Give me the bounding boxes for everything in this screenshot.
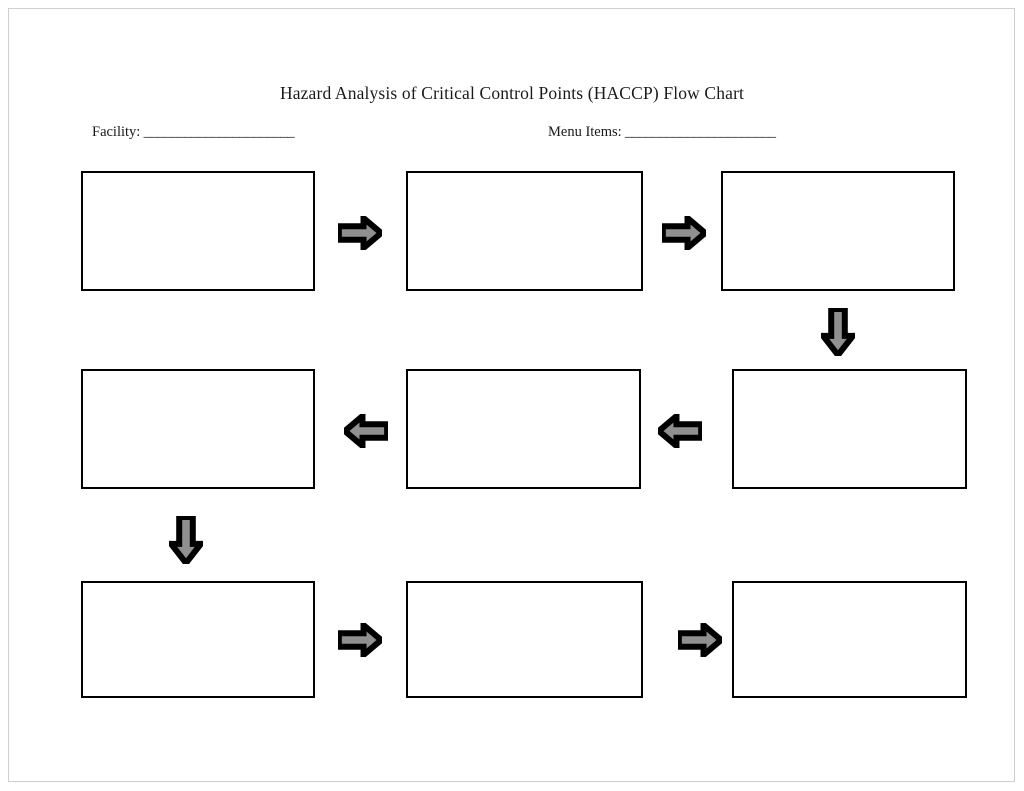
process-box-step-5[interactable] xyxy=(406,369,641,489)
arrow-right-icon xyxy=(338,216,382,250)
process-box-step-4[interactable] xyxy=(732,369,967,489)
process-box-step-6[interactable] xyxy=(81,369,315,489)
process-box-step-7[interactable] xyxy=(81,581,315,698)
menu-items-field[interactable]: Menu Items: ______________________ xyxy=(548,124,776,141)
arrow-right-icon xyxy=(662,216,706,250)
facility-label: Facility: xyxy=(92,124,141,140)
process-box-step-2[interactable] xyxy=(406,171,643,291)
arrow-left-icon xyxy=(658,414,702,448)
menu-items-label: Menu Items: xyxy=(548,124,622,140)
page-title: Hazard Analysis of Critical Control Poin… xyxy=(279,83,745,103)
arrow-down-icon xyxy=(169,516,203,564)
arrow-left-icon xyxy=(344,414,388,448)
facility-field[interactable]: Facility: ______________________ xyxy=(92,124,295,141)
process-box-step-9[interactable] xyxy=(732,581,967,698)
menu-items-blank-line: ______________________ xyxy=(621,124,776,140)
facility-blank-line: ______________________ xyxy=(140,124,295,140)
arrow-right-icon xyxy=(338,623,382,657)
arrow-down-icon xyxy=(821,308,855,356)
process-box-step-8[interactable] xyxy=(406,581,643,698)
arrow-right-icon xyxy=(678,623,722,657)
process-box-step-3[interactable] xyxy=(721,171,955,291)
process-box-step-1[interactable] xyxy=(81,171,315,291)
